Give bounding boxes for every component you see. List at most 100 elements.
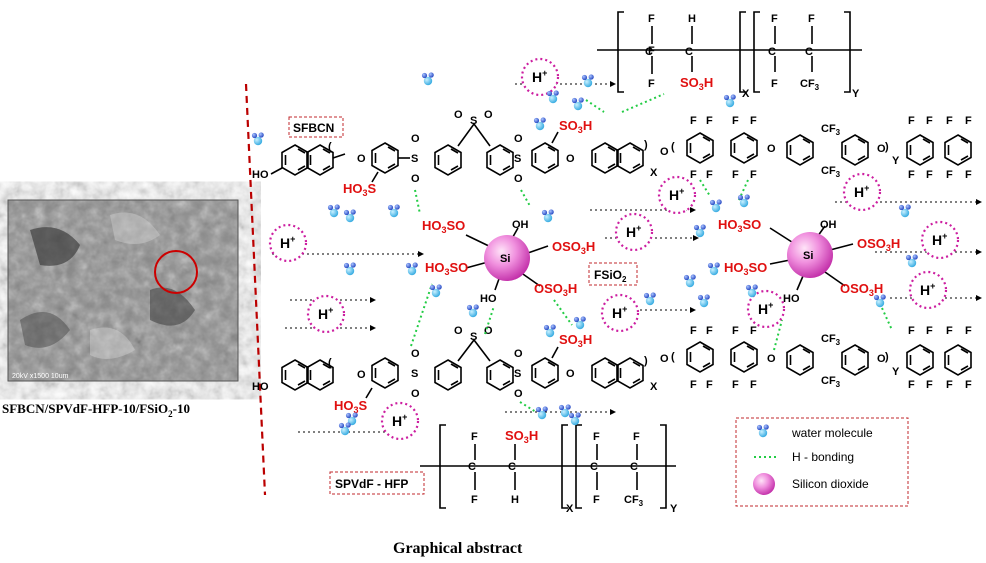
svg-text:(: (	[328, 357, 332, 369]
svg-text:CF3: CF3	[821, 375, 841, 389]
svg-text:SO3H: SO3H	[680, 75, 713, 92]
polymer-spvdf-top: F F C F H C SO3H X F C F F C CF3 Y	[597, 11, 862, 100]
svg-text:C: C	[645, 46, 653, 58]
svg-text:F: F	[732, 115, 739, 127]
svg-text:F: F	[732, 169, 739, 181]
svg-text:F: F	[946, 379, 953, 391]
svg-text:F: F	[593, 494, 600, 506]
svg-text:O: O	[411, 133, 420, 145]
svg-text:C: C	[805, 46, 813, 58]
svg-text:HO3SO: HO3SO	[422, 218, 465, 235]
h-ion: H+	[614, 212, 654, 252]
h-ion: H+	[657, 175, 697, 215]
svg-text:F: F	[471, 494, 478, 506]
svg-text:H+: H+	[318, 305, 333, 322]
svg-text:F: F	[648, 78, 655, 90]
svg-text:F: F	[706, 379, 713, 391]
svg-text:O: O	[566, 368, 575, 380]
polymer-sfbcn-bottom: HO ( O S O O S O O S O O O ) X O ( O CF3…	[252, 325, 972, 415]
sem-label: SFBCN/SPVdF-HFP-10/FSiO2-10	[2, 401, 190, 419]
svg-text:H+: H+	[392, 412, 407, 429]
svg-text:F: F	[690, 115, 697, 127]
svg-text:O: O	[877, 353, 886, 365]
svg-text:CF3: CF3	[821, 333, 841, 347]
svg-text:): )	[644, 355, 648, 367]
svg-text:(: (	[671, 141, 675, 153]
caption: Graphical abstract	[393, 540, 523, 557]
svg-text:F: F	[750, 325, 757, 337]
svg-text:C: C	[590, 461, 598, 473]
svg-text:OH: OH	[512, 219, 529, 231]
svg-text:Y: Y	[852, 88, 860, 100]
svg-text:S: S	[514, 368, 521, 380]
svg-text:S: S	[470, 331, 477, 343]
svg-text:HO: HO	[252, 381, 269, 393]
svg-text:Y: Y	[892, 366, 900, 378]
svg-text:S: S	[514, 153, 521, 165]
svg-text:F: F	[690, 325, 697, 337]
svg-text:C: C	[630, 461, 638, 473]
svg-text:Si: Si	[803, 250, 813, 262]
svg-text:OSO3H: OSO3H	[552, 239, 595, 256]
svg-text:F: F	[732, 325, 739, 337]
svg-text:O: O	[411, 388, 420, 400]
svg-text:(: (	[671, 351, 675, 363]
svg-text:CF3: CF3	[624, 494, 644, 508]
svg-text:C: C	[508, 461, 516, 473]
svg-text:HO3S: HO3S	[334, 398, 368, 415]
zoom-circle	[154, 250, 198, 294]
svg-text:F: F	[908, 379, 915, 391]
svg-text:F: F	[926, 325, 933, 337]
h-ion: H+	[746, 289, 786, 329]
svg-text:C: C	[768, 46, 776, 58]
h-ion: H+	[842, 172, 882, 212]
zoom-cut-line	[244, 83, 267, 496]
svg-text:F: F	[750, 169, 757, 181]
proton-ions: H+ H+ H+ H+ H+ H+ H+ H+	[268, 57, 960, 441]
svg-text:C: C	[468, 461, 476, 473]
spvdf-label-box: SPVdF - HFP	[329, 471, 425, 495]
svg-text:F: F	[706, 325, 713, 337]
svg-text:O: O	[514, 388, 523, 400]
sfbcn-label-box: SFBCN	[288, 116, 344, 138]
fsio2-label-box: FSiO2	[588, 262, 638, 286]
svg-text:OH: OH	[820, 219, 837, 231]
svg-text:F: F	[965, 169, 972, 181]
svg-text:F: F	[965, 325, 972, 337]
svg-text:O: O	[357, 153, 366, 165]
silica-sphere-icon	[787, 232, 833, 278]
svg-text:F: F	[946, 169, 953, 181]
svg-text:X: X	[742, 88, 750, 100]
svg-text:O: O	[411, 348, 420, 360]
svg-text:H+: H+	[758, 300, 773, 317]
svg-text:F: F	[771, 13, 778, 25]
svg-text:(: (	[328, 141, 332, 153]
svg-text:O: O	[357, 369, 366, 381]
proton-flow-arrows	[272, 81, 982, 435]
svg-text:F: F	[926, 379, 933, 391]
legend-label-hbond: H - bonding	[792, 450, 854, 464]
svg-text:SO3H: SO3H	[559, 118, 592, 135]
h-ion: H+	[268, 223, 308, 263]
silica-particle-right: Si HO3SO HO3SO OSO3H OSO3H OH HO	[718, 217, 900, 305]
svg-text:H+: H+	[932, 231, 947, 248]
svg-text:FSiO2: FSiO2	[594, 268, 627, 284]
legend-label-water: water molecule	[791, 426, 873, 440]
svg-text:F: F	[965, 115, 972, 127]
h-ion: H+	[920, 220, 960, 260]
svg-text:HO: HO	[783, 293, 800, 305]
svg-text:Si: Si	[500, 253, 510, 265]
svg-text:S: S	[411, 368, 418, 380]
svg-text:O: O	[454, 325, 463, 337]
h-ion: H+	[306, 294, 346, 334]
svg-text:F: F	[648, 13, 655, 25]
svg-text:H+: H+	[532, 68, 547, 85]
silica-sphere-icon	[484, 235, 530, 281]
svg-text:O: O	[484, 109, 493, 121]
svg-text:CF3: CF3	[821, 123, 841, 137]
svg-text:O: O	[514, 133, 523, 145]
svg-text:F: F	[706, 115, 713, 127]
legend: water molecule H - bonding Silicon dioxi…	[735, 417, 909, 507]
svg-text:F: F	[926, 115, 933, 127]
svg-text:O: O	[660, 146, 669, 158]
